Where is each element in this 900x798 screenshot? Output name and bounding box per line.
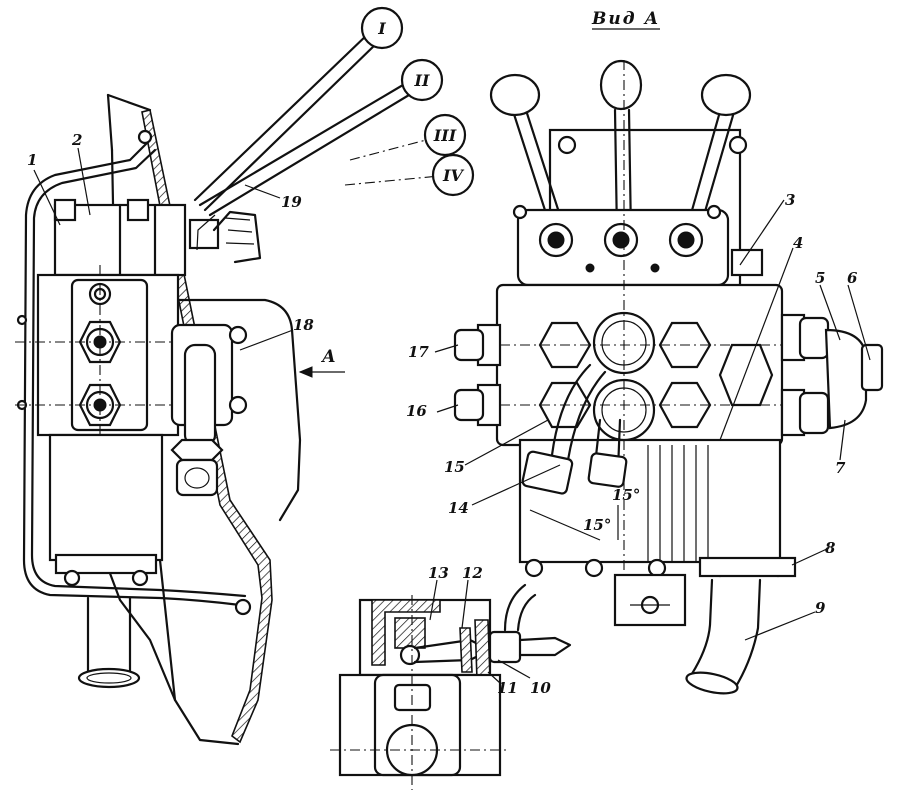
labels: Вид А А I II III IV 1 2 3 4 5 6 7 8 9 10…	[27, 9, 858, 697]
part-label-13: 13	[428, 564, 449, 582]
lever-I[interactable]	[193, 30, 380, 212]
part-label-11: 11	[497, 679, 518, 697]
outlet-pipe	[86, 596, 132, 674]
lever-position-II: II	[414, 71, 430, 90]
part-label-4: 4	[793, 234, 803, 252]
lever-position-I: I	[377, 19, 386, 38]
angle-label-2: 15°	[583, 516, 611, 534]
part-label-18: 18	[293, 316, 314, 334]
bracket	[22, 138, 242, 607]
lever-III-position	[423, 113, 467, 157]
view-arrow-label: А	[320, 347, 336, 367]
side-view	[15, 6, 475, 746]
view-a	[453, 59, 884, 695]
lower-cylinder	[48, 433, 164, 562]
lever-I-knob[interactable]	[360, 6, 404, 50]
part-label-12: 12	[462, 564, 483, 582]
part-label-5: 5	[815, 269, 825, 287]
lever-II-knob[interactable]	[400, 58, 444, 102]
part-label-10: 10	[530, 679, 551, 697]
part-label-7: 7	[835, 459, 846, 477]
part-label-9: 9	[815, 599, 826, 617]
lever-position-III: III	[433, 126, 457, 145]
lever-IV-position	[431, 153, 475, 197]
section-view	[330, 583, 572, 790]
part-label-1: 1	[27, 151, 37, 169]
part-label-17: 17	[408, 343, 429, 361]
lever-position-IV: IV	[442, 166, 464, 185]
angle-label-1: 15°	[612, 486, 640, 504]
lever-II[interactable]	[198, 80, 416, 217]
part-label-14: 14	[448, 499, 469, 517]
knob-right[interactable]	[700, 73, 752, 117]
part-label-19: 19	[281, 193, 302, 211]
knob-left[interactable]	[489, 73, 541, 117]
part-label-3: 3	[785, 191, 795, 209]
leader-lines	[33, 147, 871, 684]
part-label-6: 6	[847, 269, 858, 287]
knob-mid[interactable]	[599, 59, 643, 111]
part-label-16: 16	[406, 402, 427, 420]
view-title: Вид А	[591, 9, 660, 29]
part-label-2: 2	[71, 131, 82, 149]
part-label-8: 8	[825, 539, 836, 557]
part-label-15: 15	[444, 458, 465, 476]
